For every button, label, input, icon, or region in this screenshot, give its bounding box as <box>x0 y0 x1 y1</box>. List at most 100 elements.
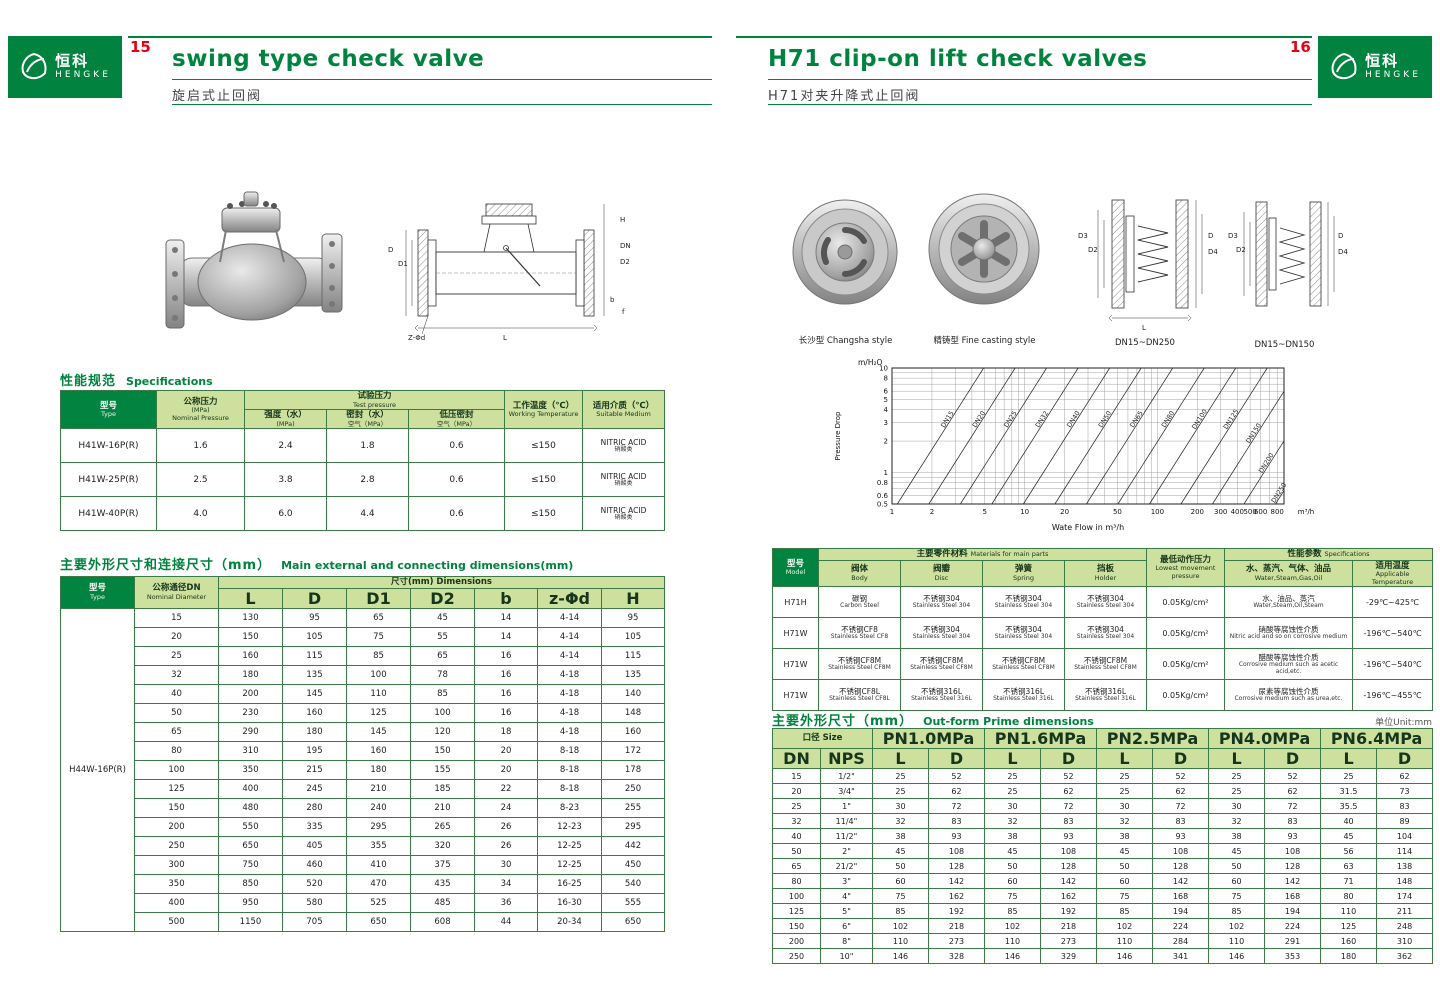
table-cell: 135 <box>282 664 347 685</box>
table-cell: 224 <box>1264 918 1322 934</box>
table-cell: 145 <box>282 683 347 704</box>
table-cell: 195 <box>282 740 347 761</box>
dimension-label: H <box>620 216 626 224</box>
table-cell: 248 <box>1376 918 1434 934</box>
chart-text: 50 <box>1113 508 1122 516</box>
table-cell: 38 <box>984 828 1042 844</box>
table-cell: 25 <box>984 783 1042 799</box>
table-cell: -196℃~540℃ <box>1351 648 1434 681</box>
table-cell: 295 <box>346 816 411 837</box>
table-cell: 650 <box>601 911 665 932</box>
table-cell: 8-18 <box>537 778 602 799</box>
table-cell: 60 <box>1208 873 1266 889</box>
table-cell: 40 <box>1320 813 1378 829</box>
table-cell: 8-23 <box>537 797 602 818</box>
table-cell: 62 <box>1376 768 1434 784</box>
table-cell: 146 <box>872 948 929 964</box>
table-cell: 172 <box>601 740 665 761</box>
table-cell: 125 <box>346 702 411 723</box>
table-cell: 310 <box>1376 933 1434 949</box>
dimension-label: b <box>610 296 615 304</box>
table-cell: 168 <box>1152 888 1210 904</box>
table-cell: 50 <box>1096 858 1154 874</box>
dimension-label: D3 <box>1078 232 1088 240</box>
table-cell: 50 <box>872 858 929 874</box>
table-cell: 16-25 <box>537 873 602 894</box>
chart-text: 600 <box>1254 508 1267 516</box>
table-cell: 150 <box>134 797 219 818</box>
table-cell: 290 <box>218 721 283 742</box>
table-cell: 705 <box>282 911 347 932</box>
table-cell: 470 <box>346 873 411 894</box>
table-cell: 75 <box>984 888 1042 904</box>
table-cell: 250 <box>772 948 821 964</box>
chart-text: DN200 <box>1257 452 1276 475</box>
table-cell: 75 <box>1096 888 1154 904</box>
chart-text: DN32 <box>1034 410 1050 430</box>
caption-changsha-style: 长沙型 Changsha style <box>798 336 893 346</box>
dimension-label: D <box>388 246 394 254</box>
table-cell: 20 <box>474 740 538 761</box>
chart-text: 5 <box>884 396 888 404</box>
table-cell: 20 <box>772 783 821 799</box>
table-cell: 310 <box>218 740 283 761</box>
table-cell: 460 <box>282 854 347 875</box>
chart-line <box>1243 440 1285 505</box>
table-cell: 146 <box>984 948 1042 964</box>
table-cell: 650 <box>346 911 411 932</box>
table-cell: 0.6 <box>407 496 506 532</box>
section-heading-en: Specifications <box>126 375 213 388</box>
col-header-model: 型号 Model <box>772 547 819 588</box>
dimension-label: DN <box>620 242 631 250</box>
table-cell: ≤150 <box>504 428 584 464</box>
chart-text: 300 <box>1214 508 1227 516</box>
table-cell: 75 <box>872 888 929 904</box>
header-rule <box>128 36 712 38</box>
table-cell: 30 <box>1208 798 1266 814</box>
page-title-right-en: H71 clip-on lift check valves <box>768 46 1148 72</box>
chart-text: 0.6 <box>877 492 889 500</box>
table-cell: 400 <box>134 892 219 913</box>
chart-text: DN125 <box>1222 408 1241 431</box>
chart-text: DN100 <box>1190 408 1209 431</box>
table-cell: 25 <box>872 783 929 799</box>
page-title-left-en: swing type check valve <box>172 46 485 72</box>
col-header-disc: 阀瓣 Disc <box>900 559 983 588</box>
table-cell: 102 <box>984 918 1042 934</box>
table-cell: 25 <box>1096 768 1154 784</box>
caption-fine-casting-style: 精铸型 Fine casting style <box>933 336 1036 346</box>
sub-header: D <box>1264 748 1322 769</box>
wafer-valve-drawing-2: D3 D2 D D4 <box>1228 186 1353 348</box>
table-cell: 142 <box>1264 873 1322 889</box>
table-cell: 375 <box>410 854 475 875</box>
table-cell: 12-25 <box>537 854 602 875</box>
table-cell: 80 <box>772 873 821 889</box>
table-cell: 291 <box>1264 933 1322 949</box>
chart-text: DN15 <box>939 410 955 430</box>
table-cell: 341 <box>1152 948 1210 964</box>
table-cell: 168 <box>1264 888 1322 904</box>
table-cell: H71W <box>772 648 819 681</box>
table-cell: 25 <box>872 768 929 784</box>
table-cell: 4.4 <box>326 496 409 532</box>
table-cell: 35.5 <box>1320 798 1378 814</box>
table-cell: 26 <box>474 816 538 837</box>
table-cell: 62 <box>1152 783 1210 799</box>
table-cell: 0.6 <box>407 462 506 498</box>
table-cell: 295 <box>601 816 665 837</box>
table-cell: 20 <box>134 626 219 647</box>
table-cell: 850 <box>218 873 283 894</box>
brand-name-en: HENGKE <box>1365 70 1421 80</box>
